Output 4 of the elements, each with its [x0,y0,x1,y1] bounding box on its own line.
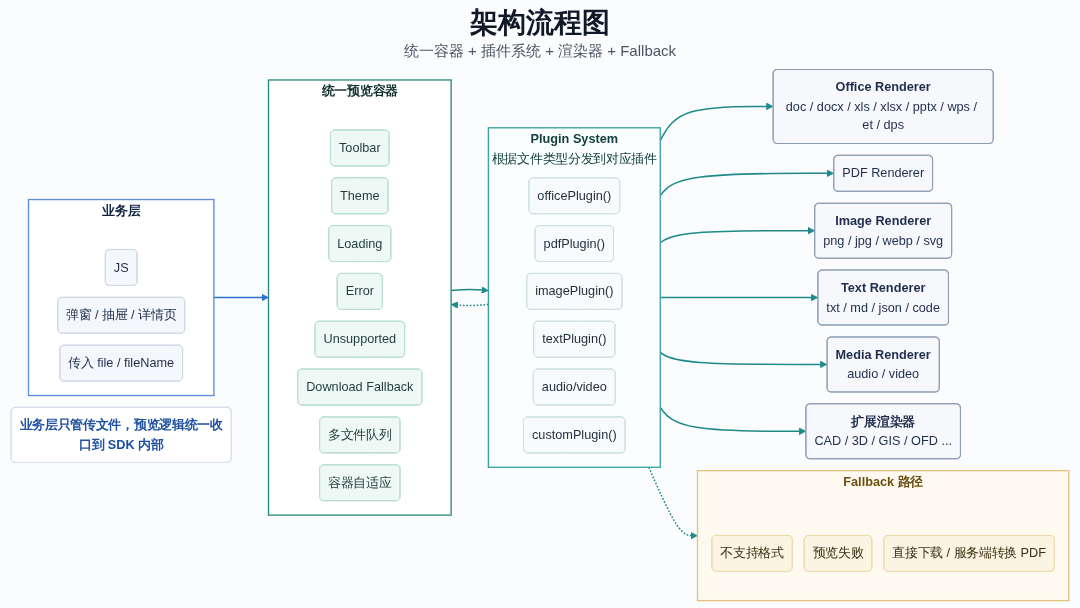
arrow [648,466,698,540]
title: 架构流程图 [470,6,610,40]
subtitle: 统一容器 + 插件系统 + 渲染器 + Fallback [403,41,677,61]
arrow [213,293,269,302]
